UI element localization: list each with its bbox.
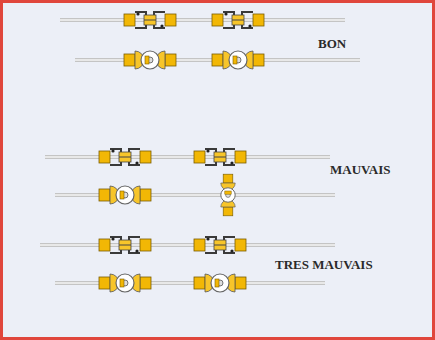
shaft-bad: [45, 149, 335, 216]
quality-label: TRES MAUVAIS: [275, 258, 373, 272]
quality-label: BON: [318, 37, 346, 51]
shaft-good: [60, 12, 360, 69]
quality-label: MAUVAIS: [330, 163, 390, 177]
